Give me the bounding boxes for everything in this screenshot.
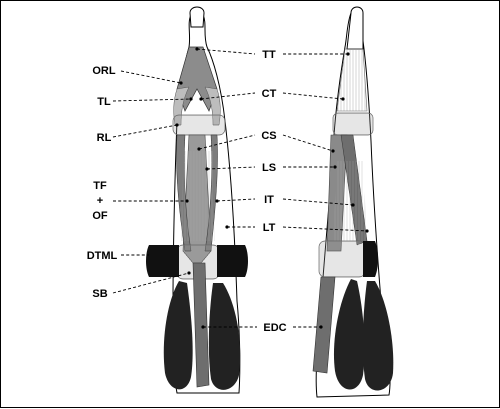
dorsal-interosseous-muscle-right — [208, 283, 241, 390]
lateral-interosseous-muscle-left — [333, 279, 365, 390]
leader-sb — [112, 272, 190, 294]
leader-rl — [112, 124, 178, 138]
leader-it-right — [282, 198, 354, 206]
label-of: OF — [92, 210, 108, 222]
label-sb: SB — [92, 288, 107, 300]
label-edc: EDC — [263, 322, 286, 334]
lateral-interosseous-muscle-right — [362, 281, 394, 391]
lateral-view-finger — [312, 6, 394, 398]
leader-tl — [112, 98, 192, 102]
label-cs: CS — [261, 130, 276, 142]
lateral-dtml-band — [363, 241, 378, 277]
dorsal-edc-tendon — [192, 262, 210, 388]
leader-cs-right — [282, 134, 334, 152]
label-ct: CT — [262, 88, 277, 100]
dorsal-pip-retinacular-band — [172, 114, 226, 136]
dorsal-interosseous-muscle-left — [163, 281, 193, 390]
label-ls: LS — [262, 162, 276, 174]
label-dtml: DTML — [87, 250, 118, 262]
label-tf: TF — [93, 180, 107, 192]
leader-orl — [120, 70, 182, 84]
lateral-fingertip — [346, 6, 364, 50]
leader-ct-right — [282, 92, 344, 100]
label-rl: RL — [97, 132, 112, 144]
lateral-terminal-tendon — [336, 48, 368, 112]
labels: TT CT CS LS IT LT EDC ORL TL RL TF + OF … — [87, 49, 287, 334]
dorsal-view-finger — [146, 6, 248, 394]
leader-endpoints — [175, 47, 369, 329]
leader-lines — [112, 48, 368, 328]
dorsal-dtml-band-right — [217, 245, 248, 277]
label-tl: TL — [97, 96, 111, 108]
leader-ct-left — [200, 92, 256, 100]
dorsal-dtml-band — [146, 245, 179, 277]
label-plus: + — [97, 195, 103, 207]
leader-tt-left — [196, 48, 256, 55]
lateral-pip-retinacular-band — [332, 112, 374, 136]
leader-lt-right — [282, 226, 368, 232]
lateral-mcp-band — [318, 240, 366, 278]
distal-phalanx-tip — [189, 6, 205, 28]
label-orl: ORL — [92, 65, 116, 77]
dorsal-fibrous-sheet — [181, 151, 215, 241]
leader-ls-left — [206, 166, 256, 170]
label-it: IT — [264, 194, 274, 206]
leader-cs-left — [198, 134, 256, 150]
label-tt: TT — [262, 49, 276, 61]
label-lt: LT — [263, 222, 276, 234]
lateral-edc-tendon — [312, 276, 336, 374]
leader-it-left — [216, 198, 256, 202]
lateral-fibrous-sheet — [333, 161, 367, 241]
